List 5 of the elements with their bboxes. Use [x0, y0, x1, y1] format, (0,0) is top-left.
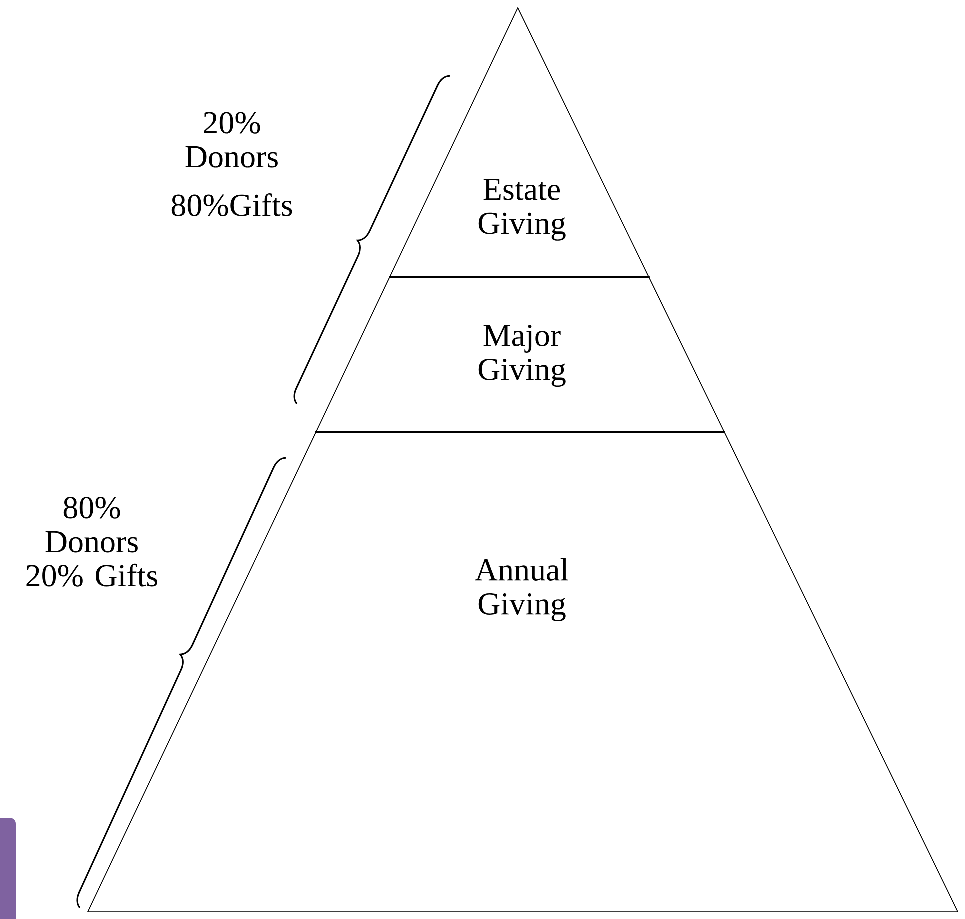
side-note: 20% Donors — [186, 112, 278, 168]
side-note: 80%Gifts — [172, 194, 292, 216]
pyramid-band: Major Giving — [316, 276, 726, 432]
side-note: 80% Donors 20% Gifts — [26, 497, 158, 587]
side-tab — [0, 818, 16, 919]
